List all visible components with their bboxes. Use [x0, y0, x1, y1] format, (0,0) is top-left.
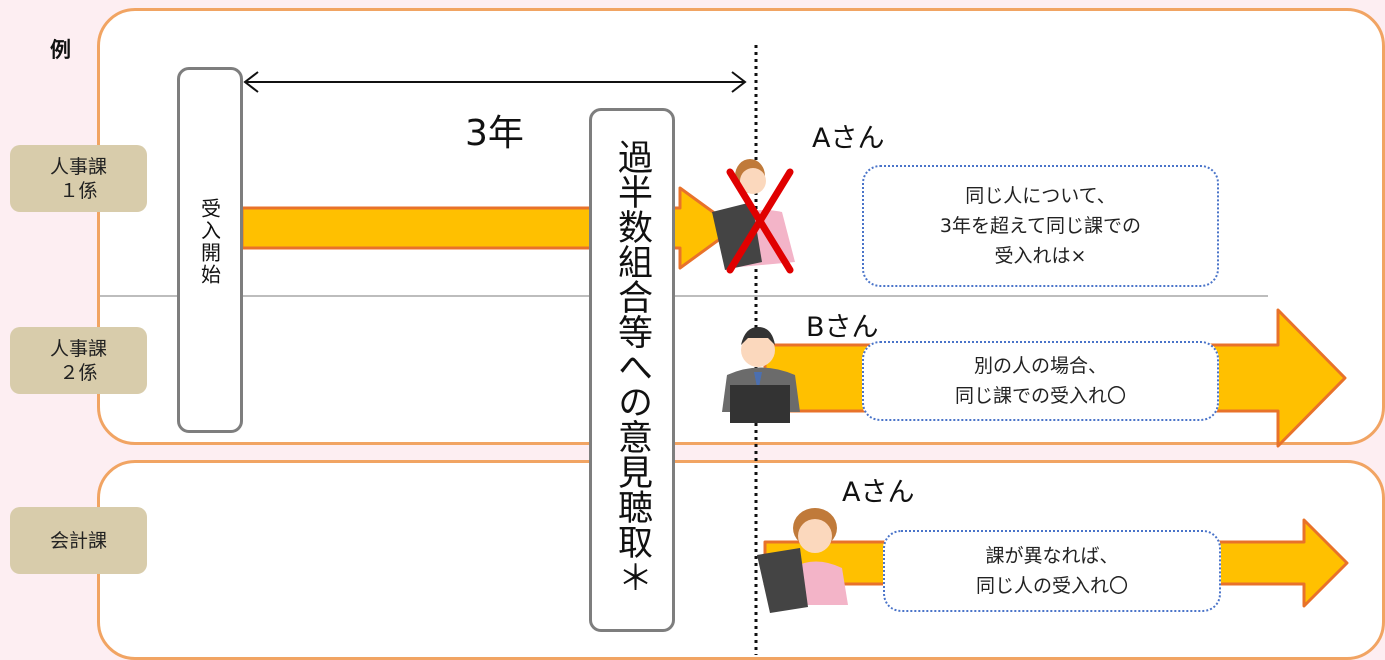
- hearing-box-label: 過半数組合等への意見聴取＊: [612, 139, 652, 594]
- dept-tag-jinji-2: 人事課 ２係: [10, 327, 147, 394]
- note-a-bottom: 課が異なれば、 同じ人の受入れ〇: [883, 530, 1221, 612]
- woman-pc-icon: [757, 508, 848, 613]
- row-divider: [100, 295, 1268, 297]
- start-box: 受入開始: [177, 67, 243, 433]
- double-arrow-icon: [243, 71, 747, 93]
- note-b: 別の人の場合、 同じ課での受入れ〇: [862, 341, 1219, 421]
- person-b: Bさん: [806, 312, 879, 343]
- example-label: 例: [50, 38, 71, 62]
- duration-label: 3年: [465, 113, 524, 154]
- dept-tag-jinji-1: 人事課 １係: [10, 145, 147, 212]
- note-a-top: 同じ人について、 3年を超えて同じ課での 受入れは×: [862, 165, 1219, 287]
- hearing-box: 過半数組合等への意見聴取＊: [589, 108, 675, 632]
- person-a-top: Aさん: [812, 123, 885, 154]
- cross-icon: [726, 168, 794, 274]
- dept-tag-kaikei: 会計課: [10, 507, 147, 574]
- man-pc-icon: [722, 327, 800, 423]
- person-a-bottom: Aさん: [842, 477, 915, 508]
- start-box-label: 受入開始: [197, 198, 222, 286]
